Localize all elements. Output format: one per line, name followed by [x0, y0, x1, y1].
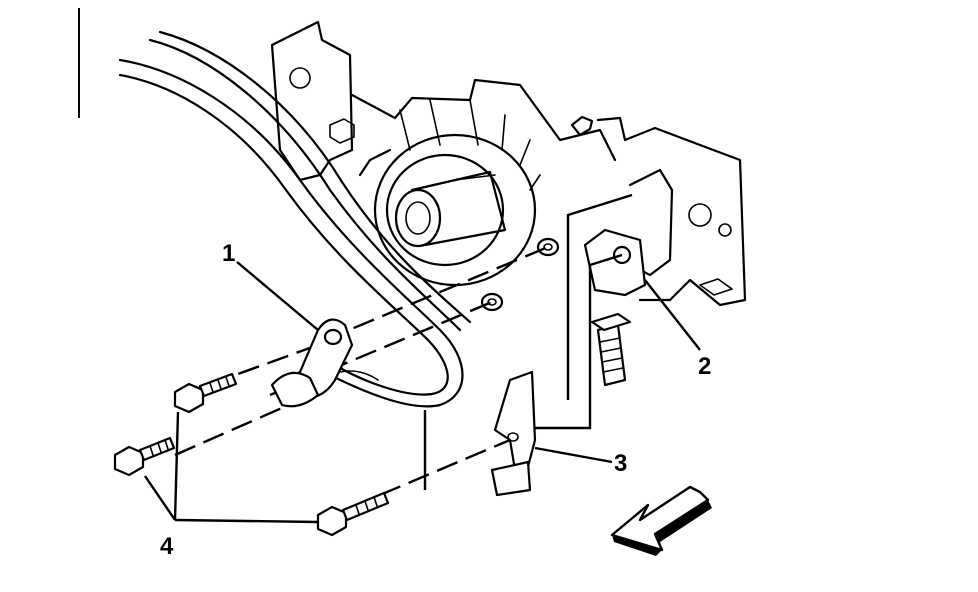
- bolt-lower: [316, 491, 390, 537]
- bracket-1: [270, 318, 379, 408]
- callout-2: 2: [698, 353, 712, 380]
- engine-housing: [270, 20, 747, 387]
- bolt-upper: [173, 372, 238, 414]
- bolt-middle: [113, 436, 176, 477]
- leader-lines: [144, 261, 701, 524]
- callout-3: 3: [614, 450, 628, 477]
- callout-4: 4: [160, 533, 174, 560]
- assembly-lines: [174, 193, 633, 497]
- cooler-lines: [118, 30, 472, 408]
- direction-arrow-icon: [610, 485, 712, 556]
- callout-1: 1: [222, 240, 236, 267]
- bracket-3: [490, 370, 537, 497]
